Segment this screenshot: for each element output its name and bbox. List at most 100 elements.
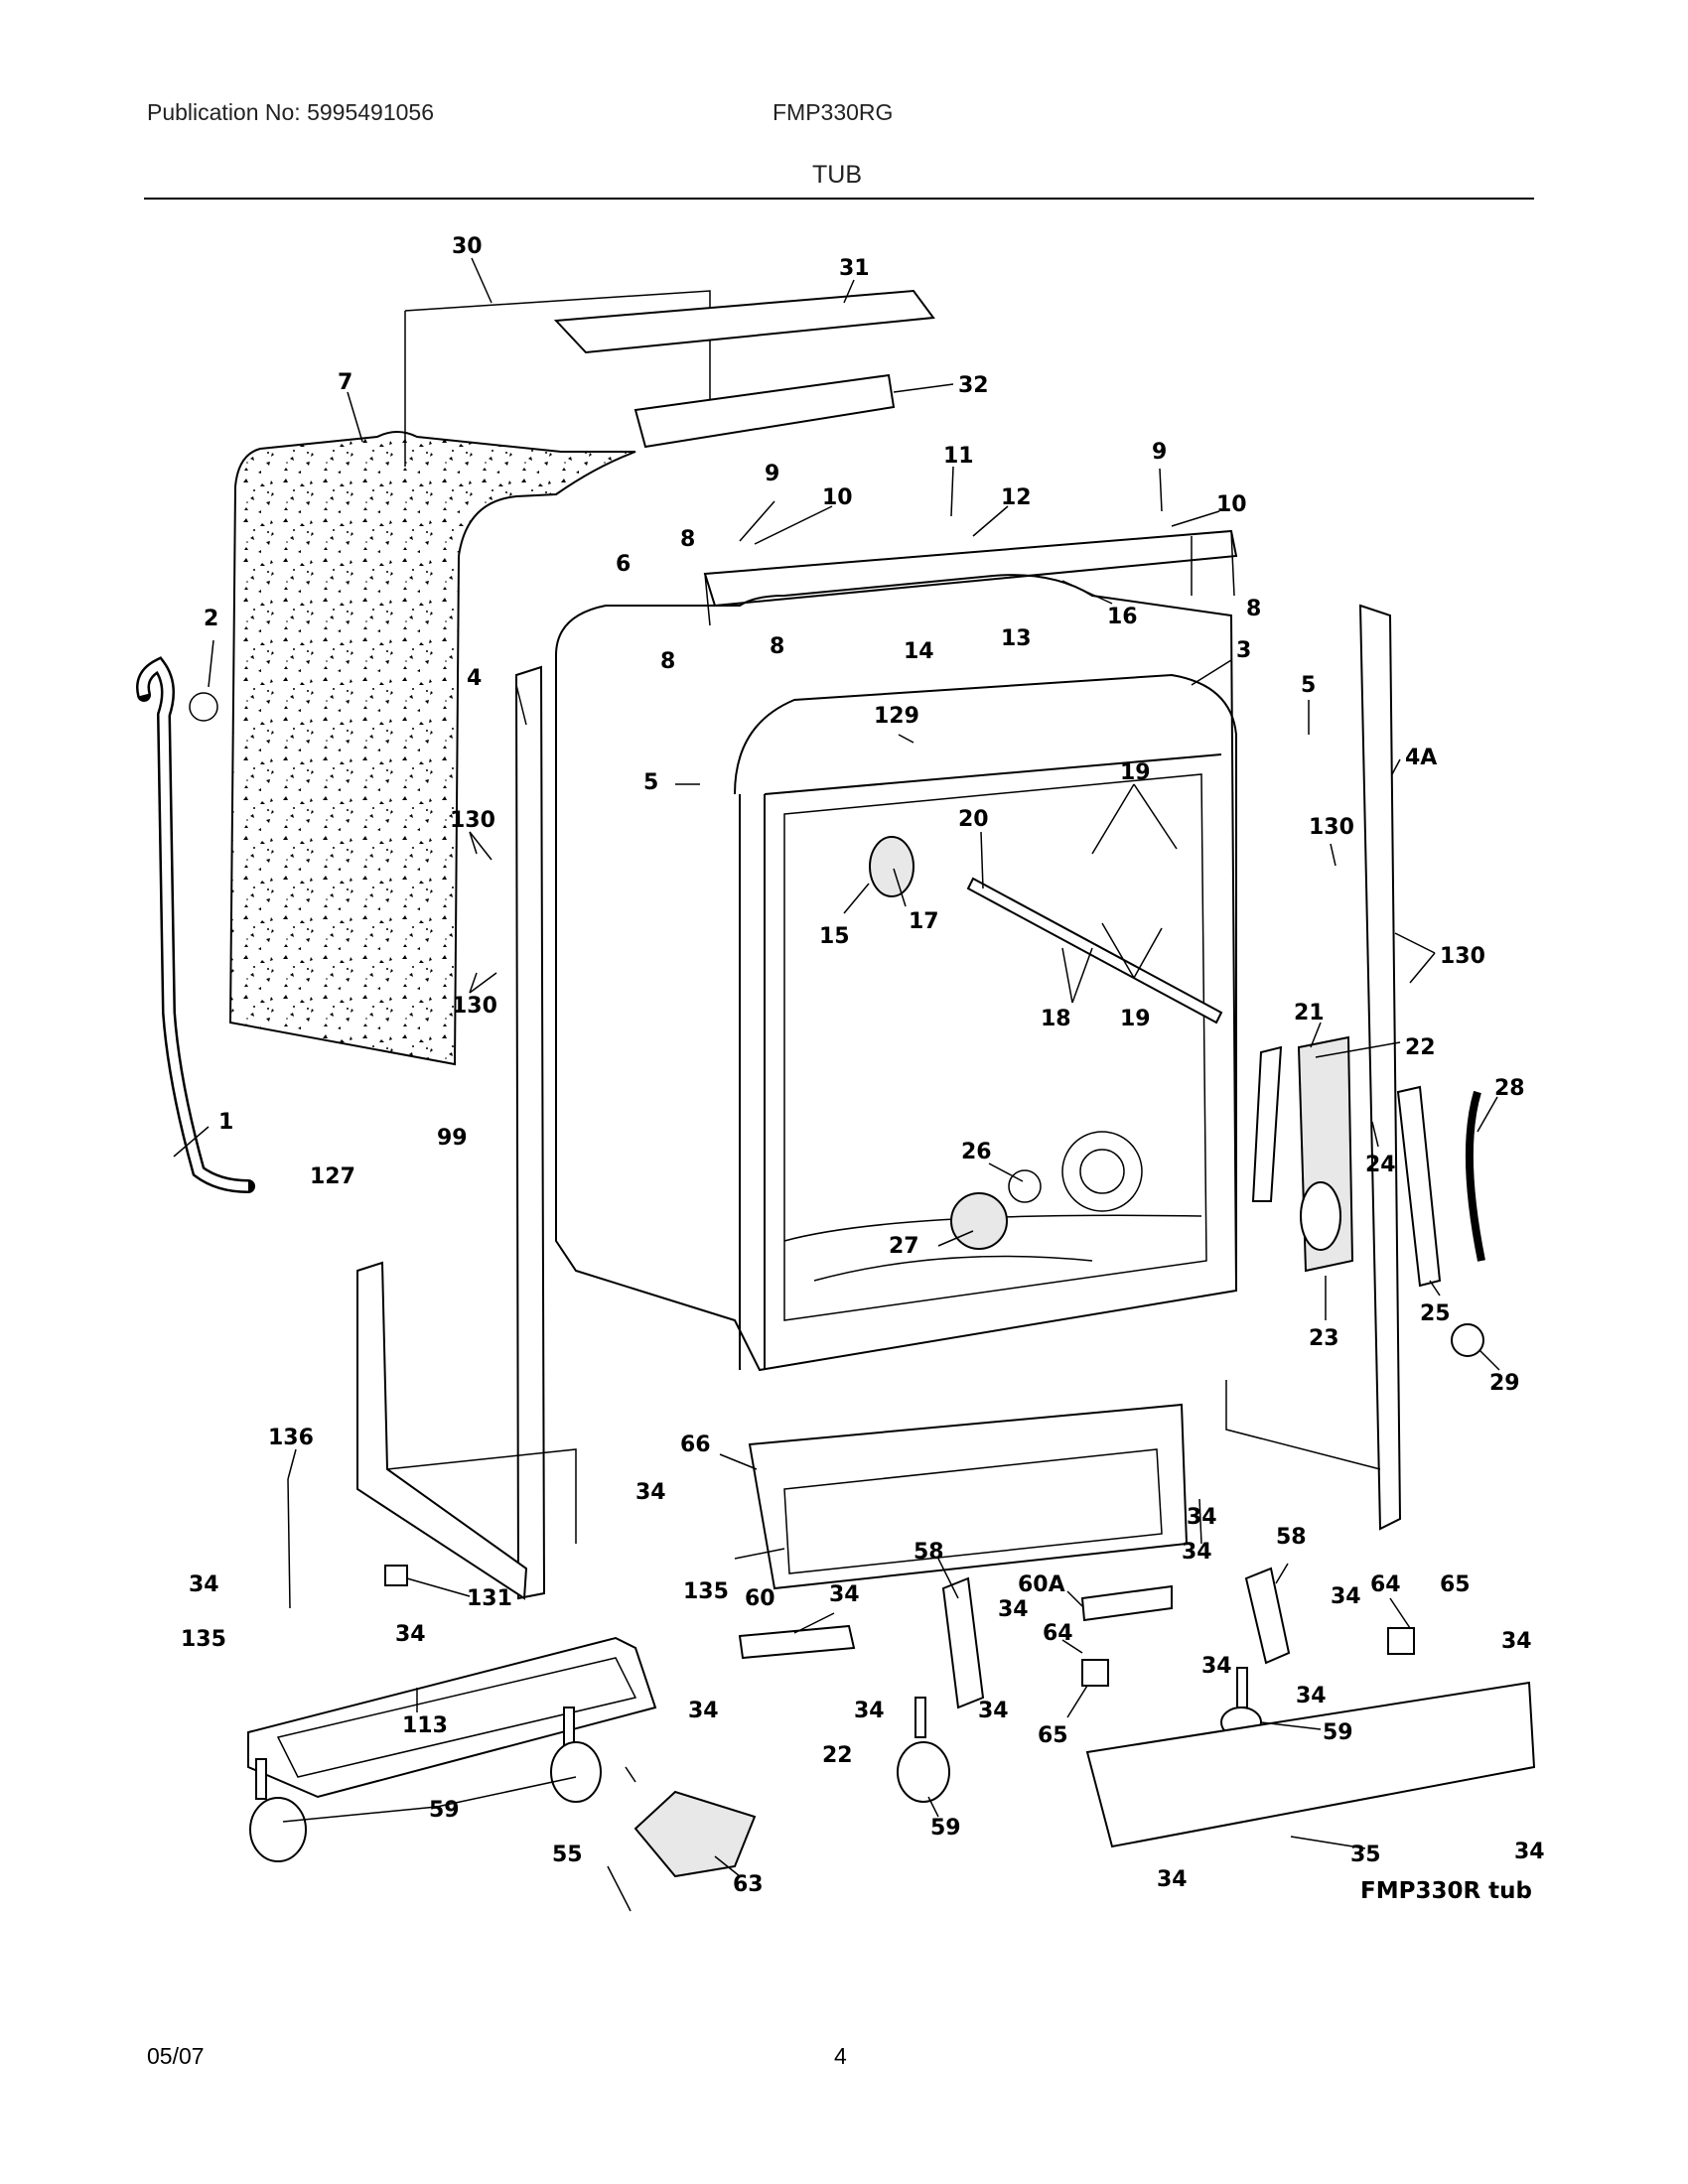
callout-130-bottomleft: 130 xyxy=(452,994,497,1019)
callout-63: 63 xyxy=(733,1872,764,1897)
drain-hose-inner xyxy=(138,659,249,1191)
base-frame xyxy=(247,1636,657,1799)
callout-25: 25 xyxy=(1420,1301,1451,1326)
callout-4: 4 xyxy=(467,666,482,691)
callout-135-left: 135 xyxy=(181,1627,226,1652)
callout-10-right: 10 xyxy=(1216,492,1247,517)
callout-16: 16 xyxy=(1107,605,1138,629)
clip-131 xyxy=(384,1565,408,1586)
callout-3: 3 xyxy=(1236,638,1251,663)
lower-frame-rail xyxy=(386,1448,577,1544)
callout-23: 23 xyxy=(1309,1326,1339,1351)
callout-131: 131 xyxy=(467,1586,512,1611)
callout-8-left: 8 xyxy=(660,649,675,674)
wire-136 xyxy=(287,1478,291,1609)
callout-129: 129 xyxy=(874,704,919,729)
callout-59-right: 59 xyxy=(1323,1720,1353,1745)
callout-19-top: 19 xyxy=(1120,760,1151,785)
hose-25 xyxy=(1396,1085,1442,1288)
callout-34-i: 34 xyxy=(1201,1654,1232,1679)
bracket-65-left xyxy=(1081,1659,1109,1687)
callout-59-left: 59 xyxy=(429,1798,460,1823)
insulation-blanket xyxy=(228,431,636,1066)
callout-64-left: 64 xyxy=(1043,1621,1073,1646)
callout-34-f: 34 xyxy=(1182,1540,1212,1565)
callout-32: 32 xyxy=(958,373,989,398)
lower-wash-arm xyxy=(950,1192,1008,1250)
top-panel-30 xyxy=(404,290,711,467)
mounting-bracket xyxy=(703,529,1238,608)
callout-66: 66 xyxy=(680,1433,711,1457)
callout-1: 1 xyxy=(218,1110,233,1135)
tub-floor xyxy=(783,1214,1202,1282)
callout-24: 24 xyxy=(1365,1153,1396,1177)
callout-29: 29 xyxy=(1489,1371,1520,1396)
callout-34-d: 34 xyxy=(829,1582,860,1607)
callout-14: 14 xyxy=(904,639,934,664)
callout-20: 20 xyxy=(958,807,989,832)
leader-lines xyxy=(173,257,1500,1912)
callout-127: 127 xyxy=(310,1164,355,1189)
callout-2: 2 xyxy=(204,607,218,631)
diagram-caption: FMP330R tub xyxy=(1360,1878,1532,1904)
front-panel xyxy=(748,1403,1189,1590)
callout-58-right: 58 xyxy=(1276,1525,1307,1550)
header-divider xyxy=(144,198,1534,200)
callout-65-right: 65 xyxy=(1440,1572,1471,1597)
callout-34-p: 34 xyxy=(1187,1505,1217,1530)
callout-5-right: 5 xyxy=(1301,673,1316,698)
callout-34-g: 34 xyxy=(1331,1584,1361,1609)
base-frame-inner xyxy=(276,1657,637,1778)
callout-21: 21 xyxy=(1294,1001,1325,1025)
callout-12: 12 xyxy=(1001,485,1032,510)
callout-55: 55 xyxy=(552,1843,583,1867)
callout-34-a: 34 xyxy=(635,1480,666,1505)
callout-58-left: 58 xyxy=(914,1540,944,1565)
callout-22-bottom: 22 xyxy=(822,1743,853,1768)
hose-28 xyxy=(1465,1090,1485,1262)
bracket-58-right xyxy=(1244,1567,1291,1665)
section-title: TUB xyxy=(812,161,862,189)
caster-left xyxy=(249,1758,307,1862)
callout-34-k: 34 xyxy=(688,1699,719,1723)
callout-34-j: 34 xyxy=(1296,1684,1327,1708)
callout-9-left: 9 xyxy=(765,462,779,486)
callout-17: 17 xyxy=(909,909,939,934)
bracket-60 xyxy=(738,1624,856,1660)
callout-34-l: 34 xyxy=(854,1699,885,1723)
toe-kick xyxy=(1085,1681,1536,1848)
callout-27: 27 xyxy=(889,1234,919,1259)
callout-34-n: 34 xyxy=(1514,1840,1545,1864)
publication-number: Publication No: 5995491056 xyxy=(147,99,435,125)
footer-date: 05/07 xyxy=(147,2043,205,2069)
callout-60A: 60A xyxy=(1018,1572,1065,1597)
callout-22-right: 22 xyxy=(1405,1035,1436,1060)
callout-34-h: 34 xyxy=(1501,1629,1532,1654)
strainer-inner xyxy=(1079,1149,1125,1194)
hose-clamp xyxy=(189,692,218,722)
callout-113: 113 xyxy=(402,1713,448,1738)
tub-inner xyxy=(783,773,1207,1321)
callout-59-mid: 59 xyxy=(930,1816,961,1841)
callout-15: 15 xyxy=(819,924,850,949)
caster-middle-left xyxy=(550,1706,602,1803)
float-switch xyxy=(1451,1323,1484,1357)
callout-34-c: 34 xyxy=(395,1622,426,1647)
callout-8-right: 8 xyxy=(1246,597,1261,621)
callout-136: 136 xyxy=(268,1426,314,1450)
callout-9-right: 9 xyxy=(1152,440,1167,465)
callout-99: 99 xyxy=(437,1126,468,1151)
tub-frame xyxy=(734,673,1237,1370)
bracket-65-right xyxy=(1387,1627,1415,1655)
model-number: FMP330RG xyxy=(773,99,894,125)
callout-34-m: 34 xyxy=(978,1699,1009,1723)
callout-7: 7 xyxy=(338,370,352,395)
callout-65-left: 65 xyxy=(1038,1723,1068,1748)
callout-4A: 4A xyxy=(1405,746,1437,770)
page-number: 4 xyxy=(834,2043,847,2069)
callout-35: 35 xyxy=(1350,1843,1381,1867)
callout-13: 13 xyxy=(1001,626,1032,651)
caster-middle xyxy=(897,1697,950,1803)
callout-8-mid: 8 xyxy=(770,634,784,659)
callout-31: 31 xyxy=(839,256,870,281)
